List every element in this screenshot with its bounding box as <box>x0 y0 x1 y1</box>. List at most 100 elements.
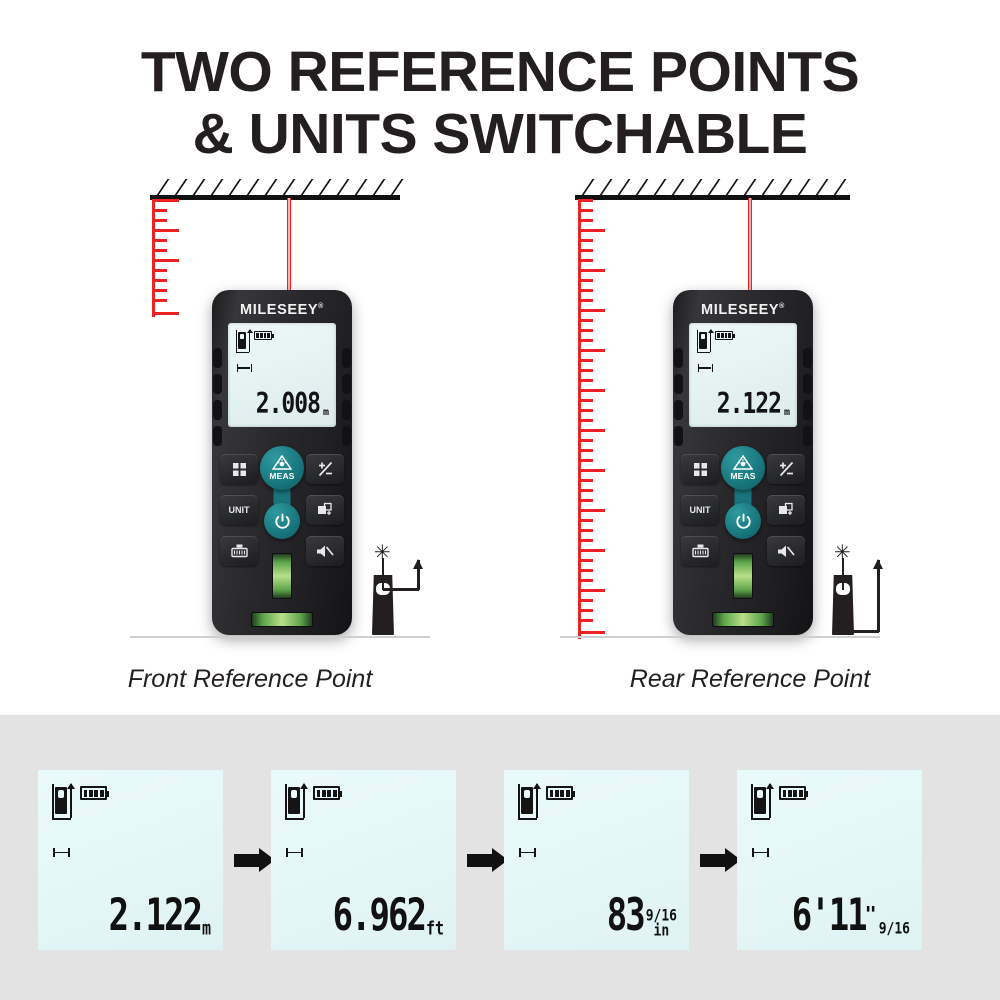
key-plus-minus-front[interactable] <box>306 454 344 484</box>
laser-triangle-icon <box>733 455 753 470</box>
reference-device-icon <box>697 329 716 356</box>
distance-mode-icon <box>237 364 252 372</box>
unit-sequence: 2.122 m 6.962 ft <box>38 770 922 950</box>
device-lcd-rear: 2.122 m <box>689 323 797 427</box>
scene-rear-reference: MILESEEY® 2.122 m <box>500 178 1000 698</box>
keypad-rear: UNIT <box>673 440 813 635</box>
lcd-value: 2.008 <box>255 388 321 421</box>
unit-panel-inches: 83 9/16 in <box>504 770 689 950</box>
front-reference-icon: ✳ <box>372 530 430 635</box>
battery-icon <box>80 786 109 800</box>
bubble-level-horizontal-rear <box>712 612 774 627</box>
key-unit-front[interactable]: UNIT <box>220 495 258 525</box>
battery-icon <box>254 331 274 340</box>
panel-fraction-group: 9/16 <box>879 922 910 938</box>
unit-panel-feet: 6.962 ft <box>271 770 456 950</box>
area-volume-icon <box>779 502 793 515</box>
ceiling-hatch <box>575 178 850 200</box>
rear-reference-icon: ✳ <box>832 530 890 635</box>
area-volume-icon <box>318 502 332 515</box>
panel-reading: 83 9/16 in <box>607 894 677 941</box>
meas-button-front[interactable]: MEAS <box>260 446 304 490</box>
grid-icon <box>693 462 707 476</box>
reference-device-icon <box>52 783 75 824</box>
laser-distance-meter-rear: MILESEEY® 2.122 m <box>673 290 813 635</box>
key-mute-front[interactable] <box>306 536 344 566</box>
laser-beam-front <box>287 198 291 296</box>
headline-line-1: TWO REFERENCE POINTS <box>140 40 860 104</box>
meas-button-label: MEAS <box>269 471 295 481</box>
caption-front: Front Reference Point <box>127 665 373 693</box>
power-icon <box>274 512 290 529</box>
panel-fraction: 9/16 <box>645 907 677 926</box>
bubble-level-vertical-front <box>272 553 292 599</box>
key-area-rear[interactable] <box>767 495 805 525</box>
panel-unit: ft <box>425 916 444 940</box>
arrow-right-icon <box>467 847 508 872</box>
lcd-status-icons <box>236 329 274 356</box>
key-unit-rear[interactable]: UNIT <box>681 495 719 525</box>
meas-button-label: MEAS <box>730 471 756 481</box>
panel-reading: 6'11 " 9/16 <box>792 894 910 938</box>
battery-icon <box>779 786 808 800</box>
headline-line-2: & UNITS SWITCHABLE <box>192 101 808 166</box>
laser-triangle-icon <box>272 455 292 470</box>
ceiling-bar <box>150 195 400 200</box>
page-title: TWO REFERENCE POINTS & UNITS SWITCHABLE <box>0 0 1000 165</box>
reference-device-icon <box>236 329 255 356</box>
distance-mode-icon <box>698 364 713 372</box>
ceiling-hatch <box>150 178 404 200</box>
arrow-right-icon <box>700 847 741 872</box>
storage-icon <box>230 544 248 558</box>
bubble-level-horizontal-front <box>251 612 313 627</box>
distance-mode-icon <box>752 848 769 857</box>
power-icon <box>735 512 751 529</box>
lcd-reading-front: 2.008 m <box>256 390 329 419</box>
lcd-unit: m <box>322 407 329 418</box>
sequence-arrow-3 <box>689 847 741 872</box>
key-mute-rear[interactable] <box>767 536 805 566</box>
panel-status-icons <box>285 783 342 824</box>
sequence-arrow-2 <box>456 847 508 872</box>
power-button-front[interactable] <box>264 503 300 539</box>
reference-device-icon <box>751 783 774 824</box>
battery-icon <box>715 331 735 340</box>
panel-fraction-unit: in <box>653 922 670 941</box>
panel-value: 2.122 <box>108 889 203 942</box>
reference-device-icon <box>518 783 541 824</box>
key-area-front[interactable] <box>306 495 344 525</box>
unit-conversion-section: 2.122 m 6.962 ft <box>0 715 1000 1000</box>
arrow-right-icon <box>234 847 275 872</box>
power-button-rear[interactable] <box>725 503 761 539</box>
panel-status-icons <box>751 783 808 824</box>
key-plus-minus-rear[interactable] <box>767 454 805 484</box>
lcd-value: 2.122 <box>716 388 782 421</box>
laser-beam-rear <box>748 198 752 296</box>
sequence-arrow-1 <box>223 847 275 872</box>
key-storage-front[interactable] <box>220 536 258 566</box>
floor-line-rear <box>560 636 880 638</box>
floor-line-front <box>130 636 430 638</box>
mute-icon <box>317 545 334 557</box>
unit-panel-feet-inches: 6'11 " 9/16 <box>737 770 922 950</box>
lcd-reading-rear: 2.122 m <box>717 390 790 419</box>
distance-mode-icon <box>519 848 536 857</box>
ceiling-bar <box>575 195 850 200</box>
laser-distance-meter-front: MILESEEY® 2.008 m <box>212 290 352 635</box>
panel-value: 6'11 <box>791 889 868 942</box>
panel-inch-mark: " <box>864 902 877 926</box>
keypad-front: UNIT <box>212 440 352 635</box>
key-grid-front[interactable] <box>220 454 258 484</box>
meas-button-rear[interactable]: MEAS <box>721 446 765 490</box>
device-lcd-front: 2.008 m <box>228 323 336 427</box>
panel-value: 6.962 <box>332 889 427 942</box>
key-grid-rear[interactable] <box>681 454 719 484</box>
reference-device-icon <box>285 783 308 824</box>
key-storage-rear[interactable] <box>681 536 719 566</box>
distance-mode-icon <box>53 848 70 857</box>
brand-logo: MILESEEY® <box>240 302 324 318</box>
battery-icon <box>546 786 575 800</box>
panel-fraction-group: 9/16 in <box>645 907 677 941</box>
panel-value: 83 <box>606 889 646 942</box>
grid-icon <box>232 462 246 476</box>
